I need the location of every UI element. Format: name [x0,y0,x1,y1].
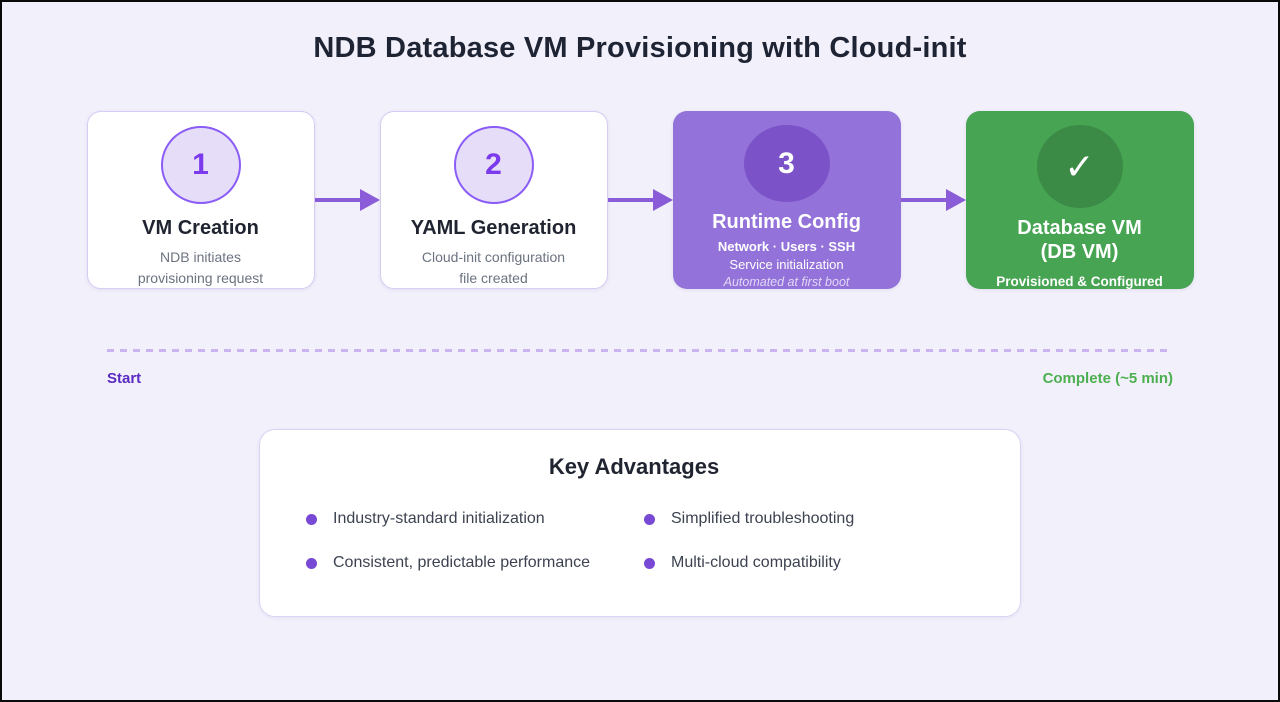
step-card-vm-creation: 1 VM Creation NDB initiates provisioning… [86,111,315,289]
advantage-item: Simplified troubleshooting [644,510,962,528]
timeline-dashed-line [107,349,1173,352]
arrow-shaft [607,198,653,202]
bullet-dot-icon [644,557,655,569]
advantage-item: Industry-standard initialization [306,510,624,528]
step-desc-line: NDB initiates [160,249,241,266]
provisioning-flow: 1 VM Creation NDB initiates provisioning… [2,111,1278,289]
arrow-shaft [314,198,360,202]
step-title: Runtime Config [712,211,861,233]
step-title: Database VM (DB VM) [1017,216,1142,264]
advantage-label: Consistent, predictable performance [333,554,591,571]
arrow-head [652,189,673,211]
step-desc-line: file created [459,269,528,286]
step-detail-line: Network · Users · SSH [717,239,856,254]
flow-arrow-icon [900,188,966,212]
advantage-label: Industry-standard initialization [333,510,545,527]
check-badge: ✓ [1036,125,1123,208]
timeline-labels: Start Complete (~5 min) [107,370,1173,387]
step-description: NDB initiates provisioning request [138,247,263,288]
advantage-item: Consistent, predictable performance [306,554,624,572]
bullet-dot-icon [644,513,655,525]
check-icon: ✓ [1064,145,1095,187]
step-number: 3 [778,146,795,180]
step-number-badge: 1 [160,126,241,205]
bullet-dot-icon [306,513,317,525]
advantage-item: Multi-cloud compatibility [644,554,962,572]
arrow-head [945,189,966,211]
step-number-badge: 2 [453,126,534,205]
step-desc-line: provisioning request [137,269,264,286]
timeline-complete-label: Complete (~5 min) [1042,370,1173,387]
key-advantages-card: Key Advantages Industry-standard initial… [259,429,1021,617]
page-title: NDB Database VM Provisioning with Cloud-… [313,32,967,64]
step-detail-line: Service initialization [729,257,844,272]
advantage-label: Multi-cloud compatibility [671,554,841,571]
step-card-database-vm: ✓ Database VM (DB VM) Provisioned & Conf… [965,111,1194,289]
step-title: VM Creation [142,217,259,240]
step-title: YAML Generation [410,217,577,240]
advantages-grid: Industry-standard initialization Simplif… [306,510,962,572]
key-advantages-title: Key Advantages [548,454,720,479]
step-number: 2 [485,148,502,182]
advantage-label: Simplified troubleshooting [671,510,855,527]
step-title-line: Database VM [1017,217,1142,239]
step-description: Cloud-init configuration file created [422,247,565,288]
flow-arrow-icon [314,188,380,212]
step-card-yaml-generation: 2 YAML Generation Cloud-init configurati… [379,111,608,289]
step-number: 1 [192,148,209,182]
arrow-head [359,189,380,211]
arrow-shaft [900,198,946,202]
step-note: Automated at first boot [723,275,850,289]
step-desc-line: Cloud-init configuration [421,249,566,266]
step-title-line: (DB VM) [1040,241,1119,263]
step-card-runtime-config: 3 Runtime Config Network · Users · SSH S… [672,111,901,289]
step-subtitle: Provisioned & Configured [996,274,1163,289]
step-number-badge: 3 [743,125,830,202]
timeline-start-label: Start [107,370,142,387]
bullet-dot-icon [306,557,317,569]
flow-arrow-icon [607,188,673,212]
timeline: Start Complete (~5 min) [70,349,1210,387]
